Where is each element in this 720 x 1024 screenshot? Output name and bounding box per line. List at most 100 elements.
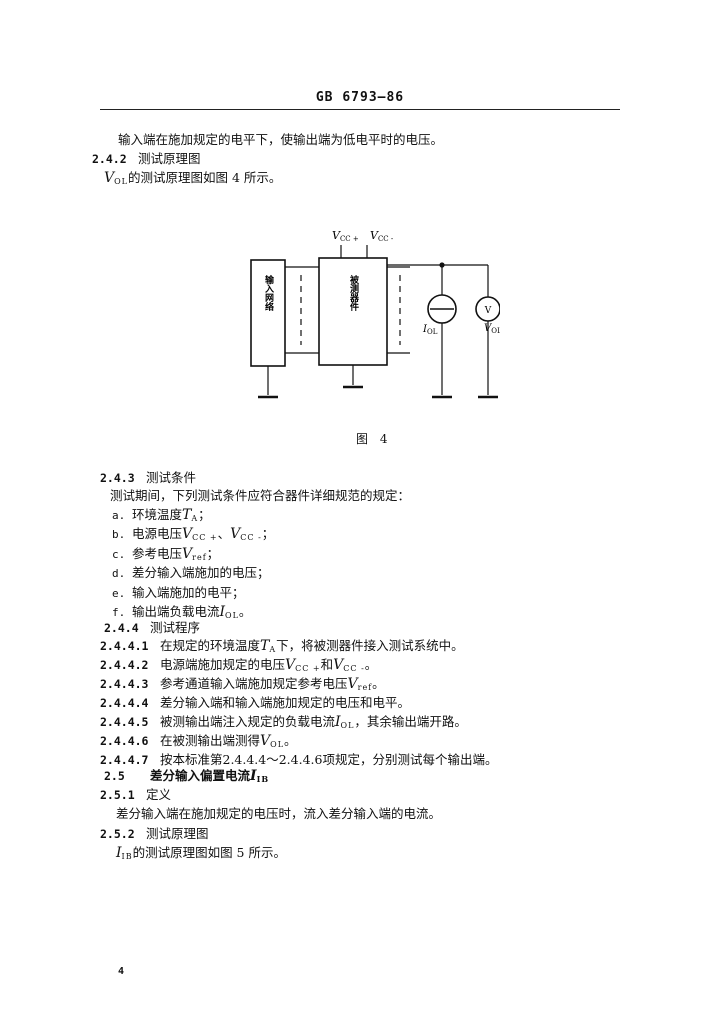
input-network-label: 输入网络	[263, 274, 275, 312]
text: 。	[372, 676, 385, 691]
text: 被测输出端注入规定的负载电流	[160, 714, 336, 729]
vcc-minus-label: VCC -	[370, 229, 394, 243]
subscript: CC -	[343, 664, 365, 673]
procedure-number: 2.4.4.6	[100, 734, 149, 748]
current-source-label: IOL	[422, 324, 438, 336]
subscript: A	[191, 514, 199, 523]
text: ；	[206, 545, 220, 561]
text: 参考电压	[132, 545, 183, 561]
symbol: V	[333, 657, 344, 673]
symbol: V	[260, 733, 271, 749]
header-rule	[100, 109, 620, 110]
procedure-item: 2.4.4.7 按本标准第2.4.4.4～2.4.4.6项规定，分别测试每个输出端…	[100, 752, 497, 768]
condition-item: c.参考电压Vref；	[112, 546, 219, 566]
section-2-4-2-text: VOL的测试原理图如图 4 所示。	[104, 170, 281, 190]
text: 输入端施加的电平；	[132, 584, 245, 600]
subscript: CC +	[192, 533, 218, 543]
symbol: V	[104, 170, 115, 186]
text: 差分输入端和输入端施加规定的电压和电平。	[160, 695, 411, 710]
subscript: OL	[270, 740, 285, 749]
text: 在规定的环境温度	[160, 638, 261, 653]
section-title: 测试程序	[150, 620, 201, 635]
intro-text: 输入端在施加规定的电平下，使输出端为低电平时的电压。	[118, 132, 444, 147]
section-2-4-3-heading: 2.4.3 测试条件	[100, 470, 196, 486]
item-label: e.	[112, 586, 126, 600]
figure-caption: 图 4	[356, 432, 392, 446]
section-title: 测试原理图	[138, 151, 201, 166]
text: ；	[198, 507, 211, 522]
subscript: CC -	[240, 533, 262, 543]
figure-4-circuit: VCC + VCC - 输入网络 被测器件 V IOL VOL	[250, 229, 500, 399]
symbol: V	[230, 526, 241, 543]
symbol: I	[116, 845, 122, 861]
text: 按本标准第2.4.4.4～2.4.4.6项规定，分别测试每个输出端。	[160, 752, 498, 767]
subscript: OL	[114, 177, 128, 186]
section-title: 测试原理图	[146, 826, 209, 841]
text: 。	[238, 604, 252, 619]
symbol: V	[347, 676, 358, 692]
subscript: IB	[256, 774, 270, 784]
symbol: I	[335, 714, 341, 730]
section-2-5-2-text: IIB的测试原理图如图 5 所示。	[116, 845, 286, 865]
section-2-4-2-heading: 2.4.2 测试原理图	[92, 151, 201, 167]
subscript: ref	[357, 683, 373, 692]
symbol: T	[182, 507, 192, 523]
procedure-item: 2.4.4.3 参考通道输入端施加规定参考电压Vref。	[100, 676, 385, 696]
item-label: a.	[112, 509, 126, 522]
section-number: 2.5.2	[100, 827, 135, 841]
subscript: A	[269, 645, 277, 654]
section-title: 测试条件	[146, 470, 197, 485]
condition-item: b.电源电压VCC +、VCC -；	[112, 526, 274, 546]
procedure-number: 2.4.4.7	[100, 753, 149, 767]
section-2-5-2-heading: 2.5.2 测试原理图	[100, 826, 209, 842]
subscript: ref	[192, 552, 207, 562]
symbol: I	[250, 768, 257, 784]
text: ；	[261, 526, 275, 542]
dut-label: 被测器件	[348, 274, 360, 312]
procedure-number: 2.4.4.2	[100, 658, 149, 672]
text: 电源端施加规定的电压	[160, 657, 286, 672]
current-source-icon	[427, 294, 457, 324]
text: 。	[284, 733, 297, 748]
item-label: f.	[112, 606, 126, 619]
text: 环境温度	[132, 507, 183, 522]
subscript: CC +	[295, 664, 321, 673]
text: 、	[217, 526, 231, 542]
text: 差分输入端施加的电压；	[132, 565, 270, 581]
voltmeter-icon	[475, 296, 500, 322]
text: 下，将被测器件接入测试系统中。	[276, 638, 464, 653]
section-2-4-3-intro: 测试期间，下列测试条件应符合器件详细规范的规定：	[110, 488, 411, 503]
item-label: b.	[112, 528, 126, 542]
text: ，其余输出端开路。	[354, 714, 467, 729]
condition-item: d.差分输入端施加的电压；	[112, 565, 270, 582]
subscript: IB	[121, 852, 133, 861]
procedure-number: 2.4.4.5	[100, 715, 149, 729]
symbol: V	[182, 526, 193, 543]
voltmeter-symbol: V	[484, 306, 492, 316]
subscript: OL	[225, 611, 239, 620]
text: 参考通道输入端施加规定参考电压	[160, 676, 348, 691]
section-2-4-4-heading: 2.4.4 测试程序	[104, 620, 200, 636]
text: 的测试原理图如图 4 所示。	[128, 170, 282, 185]
section-number: 2.4.2	[92, 152, 127, 166]
condition-item: a. 环境温度TA；	[112, 507, 211, 527]
vcc-plus-label: VCC +	[332, 229, 359, 243]
text: 的测试原理图如图 5 所示。	[132, 845, 286, 860]
page-header: GB 6793—86	[315, 90, 405, 105]
symbol: I	[219, 604, 226, 620]
procedure-number: 2.4.4.1	[100, 639, 149, 653]
section-number: 2.4.4	[104, 621, 139, 635]
section-title: 差分输入偏置电流	[150, 768, 251, 783]
text: 电源电压	[132, 526, 183, 542]
condition-item: f.输出端负载电流IOL。	[112, 604, 251, 624]
section-number: 2.4.3	[100, 471, 135, 485]
text: 。	[364, 657, 378, 672]
text: 在被测输出端测得	[160, 733, 261, 748]
procedure-number: 2.4.4.3	[100, 677, 149, 691]
